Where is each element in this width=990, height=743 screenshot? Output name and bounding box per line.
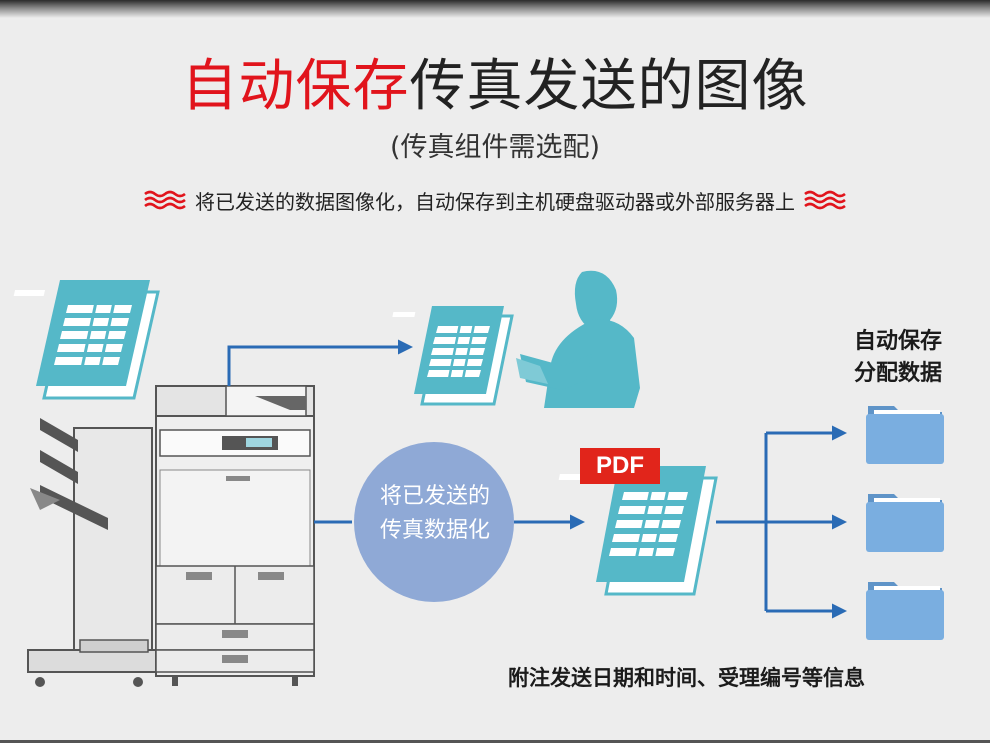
footnote-text: 附注发送日期和时间、受理编号等信息 bbox=[508, 666, 865, 690]
tagline-row: 将已发送的数据图像化，自动保存到主机硬盘驱动器或外部服务器上 bbox=[0, 182, 990, 218]
wave-left-icon bbox=[144, 190, 186, 210]
title-highlight: 自动保存 bbox=[181, 54, 410, 119]
received-document-icon bbox=[392, 306, 514, 406]
page-title: 自动保存传真发送的图像 bbox=[0, 52, 990, 122]
circle-label-line1: 将已发送的 bbox=[379, 484, 490, 509]
source-document-icon bbox=[13, 280, 160, 400]
wave-right-icon bbox=[804, 190, 846, 210]
pdf-badge: PDF bbox=[580, 448, 660, 484]
storage-label-line1: 自动保存 bbox=[853, 329, 942, 354]
page-subtitle: (传真组件需选配) bbox=[389, 132, 601, 163]
bottom-border bbox=[0, 740, 990, 743]
branch-arrows bbox=[716, 425, 847, 619]
title-rest: 传真发送的图像 bbox=[409, 54, 809, 119]
pdf-document-icon bbox=[558, 466, 718, 596]
folder-icon bbox=[866, 582, 944, 640]
circle-label-line2: 传真数据化 bbox=[379, 518, 490, 543]
digitize-circle bbox=[354, 442, 514, 602]
folder-icon bbox=[866, 494, 944, 552]
folder-icon bbox=[866, 406, 944, 464]
circle-label: 将已发送的 传真数据化 bbox=[340, 480, 530, 548]
tagline-text: 将已发送的数据图像化，自动保存到主机硬盘驱动器或外部服务器上 bbox=[195, 189, 795, 214]
storage-label-line2: 分配数据 bbox=[853, 361, 942, 386]
arrow-to-recipient bbox=[227, 339, 413, 386]
top-shadow-bar bbox=[0, 0, 990, 18]
printer-icon bbox=[27, 385, 315, 687]
storage-label: 自动保存 分配数据 bbox=[830, 326, 966, 390]
recipient-person-icon bbox=[516, 270, 640, 408]
